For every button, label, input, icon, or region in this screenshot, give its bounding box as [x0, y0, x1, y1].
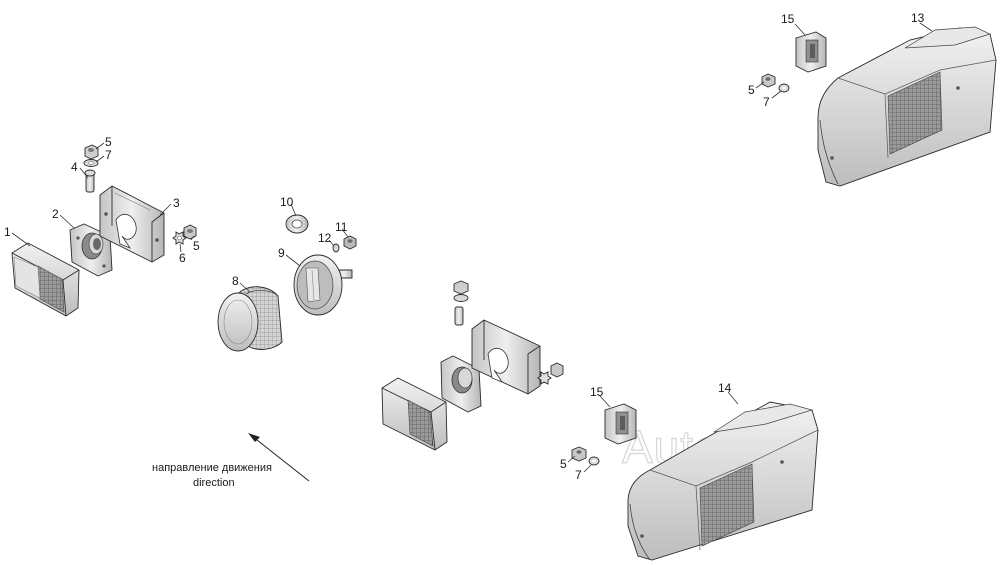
- callout-15-bottom: 15: [590, 385, 604, 399]
- direction-arrow: [248, 433, 310, 482]
- callout-10: 10: [280, 195, 294, 209]
- part-11-nut: [343, 235, 357, 250]
- part-6-star-washer: [172, 231, 187, 245]
- direction-caption-en: direction: [193, 477, 235, 489]
- callout-7-top-right: 7: [763, 95, 770, 109]
- callout-7-top: 7: [105, 148, 112, 162]
- callout-3: 3: [173, 196, 180, 210]
- callout-4: 4: [71, 160, 78, 174]
- callout-13: 13: [911, 11, 925, 25]
- callout-8: 8: [232, 274, 239, 288]
- part-10-grommet-ring: [285, 214, 309, 234]
- assembly-middle-lamp: [381, 280, 564, 451]
- callout-2: 2: [52, 207, 59, 221]
- part-5-nut-bottom-right: [571, 446, 587, 462]
- direction-caption-ru: направление движения: [152, 462, 272, 474]
- callout-5-bottom-right: 5: [560, 457, 567, 471]
- part-8-lens-cap: [217, 286, 283, 352]
- callout-14: 14: [718, 381, 732, 395]
- part-12-washer: [332, 243, 340, 253]
- callouts-group-d: 14 15 5 7: [560, 381, 739, 482]
- callout-7-bottom-right: 7: [575, 468, 582, 482]
- callout-12: 12: [318, 231, 332, 245]
- callouts-group-c: 13 15 5 7: [748, 11, 933, 109]
- part-5-nut-top: [84, 144, 99, 160]
- part-7-washer-top: [83, 159, 99, 167]
- callout-5-top-right: 5: [748, 83, 755, 97]
- part-7-washer-bottom-right: [588, 456, 600, 466]
- callout-6: 6: [179, 251, 186, 265]
- callout-1: 1: [4, 225, 11, 239]
- part-15-clip-bottom: [604, 403, 637, 445]
- callout-15-top: 15: [781, 12, 795, 26]
- callout-5-top: 5: [105, 135, 112, 149]
- part-7-washer-top-right: [778, 83, 790, 93]
- part-1-lamp-lens: [11, 242, 80, 317]
- callouts-group-a: 1 2 3 4 5 7 5 6 8 9 10 11 12: [4, 135, 349, 293]
- callout-11: 11: [335, 220, 348, 234]
- part-3-bracket: [99, 185, 165, 263]
- callout-9: 9: [278, 246, 285, 260]
- part-13-housing: [817, 26, 997, 187]
- callout-5-right: 5: [193, 239, 200, 253]
- part-14-housing: [627, 401, 819, 561]
- part-5-nut-top-right: [761, 73, 776, 88]
- part-9-lamp-housing: [293, 254, 353, 316]
- part-4-bolt: [84, 169, 96, 193]
- part-15-clip-top: [795, 31, 827, 73]
- part-5-nut-right: [183, 224, 197, 240]
